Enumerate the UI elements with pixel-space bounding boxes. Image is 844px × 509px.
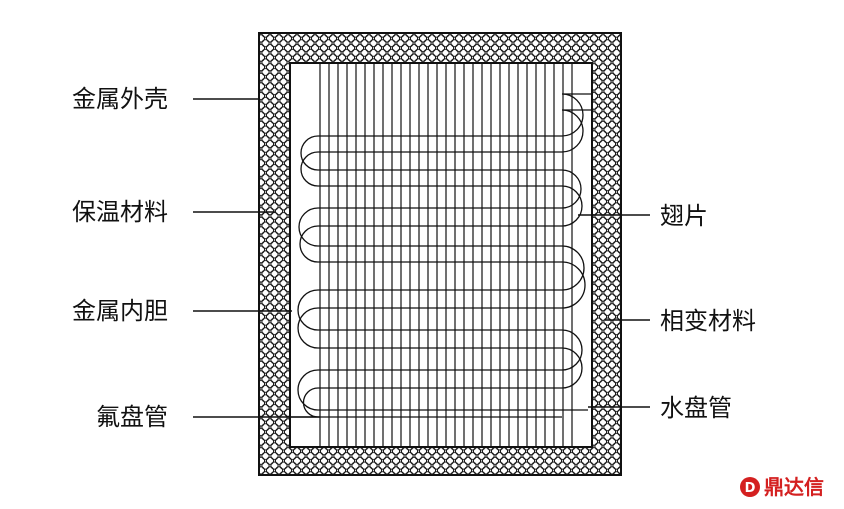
watermark-logo-letter: D	[745, 481, 756, 496]
label-inner-liner: 金属内胆	[72, 297, 168, 325]
label-fin: 翅片	[660, 202, 708, 230]
water-coil-path	[297, 93, 592, 411]
watermark-logo-icon	[740, 477, 760, 497]
metal-inner-liner	[289, 62, 593, 448]
label-outer-shell: 金属外壳	[72, 85, 168, 113]
label-refrigerant-coil: 氟盘管	[96, 403, 168, 431]
refrigerant-coil-path	[290, 109, 592, 418]
label-water-coil: 水盘管	[660, 394, 732, 422]
fin-array	[319, 63, 573, 447]
coil-group	[290, 93, 592, 418]
label-insulation: 保温材料	[72, 198, 168, 226]
watermark-text: 鼎达信	[764, 475, 824, 499]
label-phase-change-material: 相变材料	[660, 307, 756, 335]
leader-lines	[193, 98, 650, 418]
watermark: D 鼎达信	[740, 475, 824, 499]
